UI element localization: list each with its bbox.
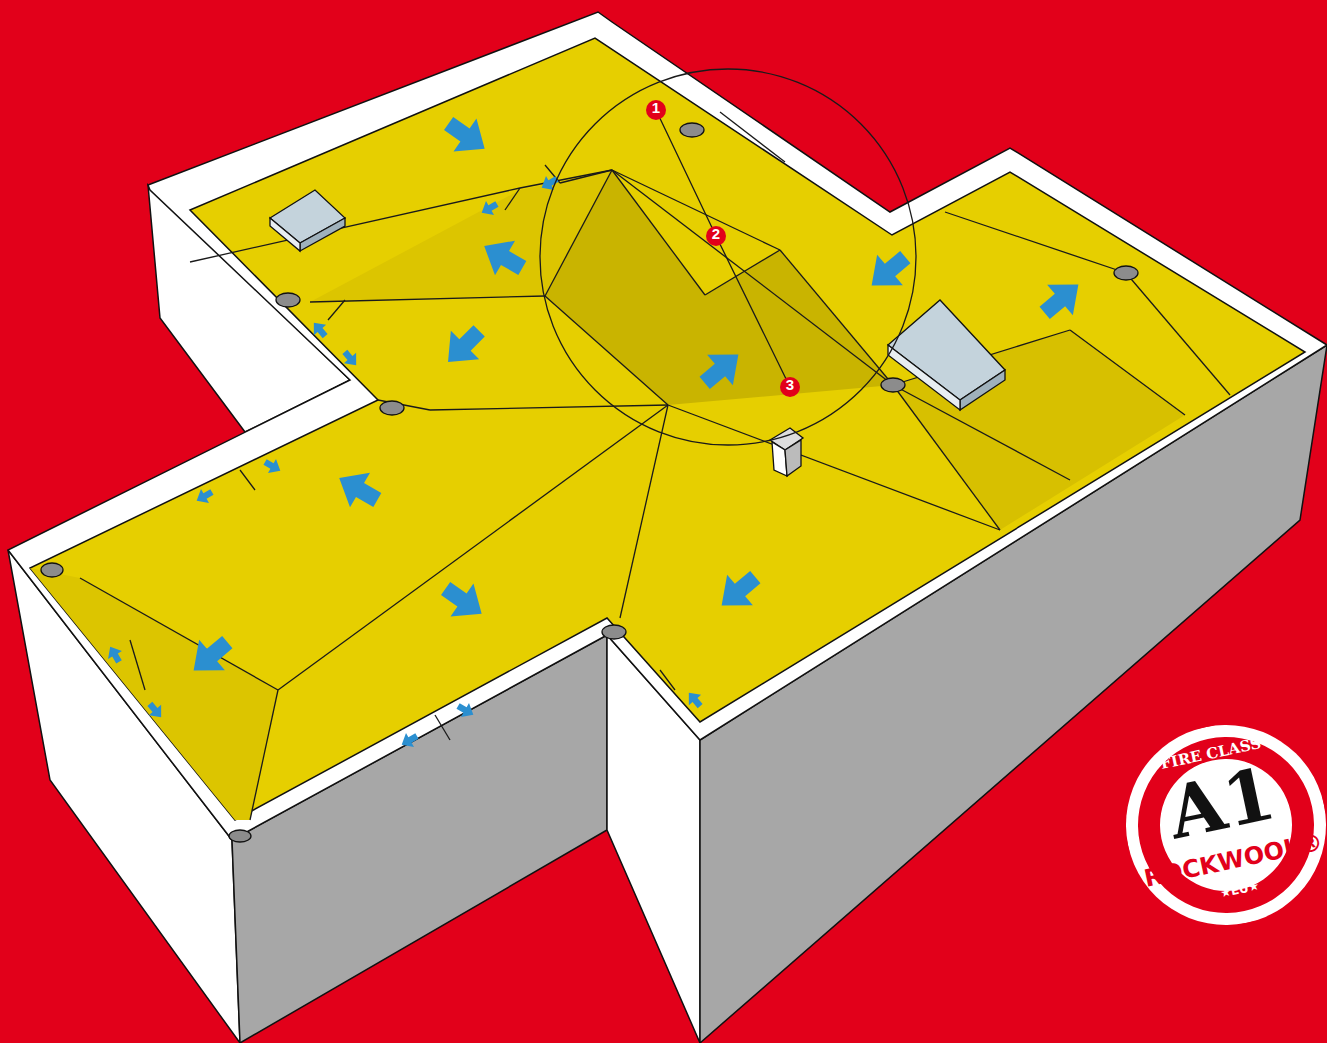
flow-arrows (103, 107, 1091, 752)
ridge-line-part (660, 670, 675, 690)
ridge-line-part (612, 170, 705, 295)
magnifier-circle-part (656, 110, 790, 387)
badge-ring (1107, 706, 1327, 943)
callout-number: 1 (645, 99, 667, 121)
magnifier-circle-part (780, 377, 800, 397)
ridge-line-part (520, 170, 612, 188)
ridge-line-part (612, 170, 780, 250)
flow-arrow (859, 242, 918, 301)
flow-arrow (538, 172, 561, 195)
ridge-line-part (545, 296, 668, 405)
ridge-line-part (1126, 273, 1230, 395)
flow-arrow (329, 461, 387, 518)
drain-outlet-part (380, 401, 404, 415)
flow-arrow (193, 485, 216, 508)
drain-outlet-part (41, 563, 63, 577)
drain-outlet-part (229, 830, 251, 842)
fire-class-badge: FIRE CLASSA1ROCKWOOL®★EU★ (1107, 706, 1327, 943)
ridge-line-part (945, 212, 1126, 273)
callout-number: 3 (779, 376, 801, 398)
ridge-line-part (250, 690, 278, 820)
ridge-line-part (720, 112, 785, 162)
drain-outlet-part (1114, 266, 1138, 280)
ridge-line-part (328, 300, 345, 320)
parapet-top (8, 12, 1327, 840)
ridge-line-part (705, 250, 780, 295)
magnifier-circle-part (540, 69, 916, 445)
building-wall-part (700, 345, 1327, 1043)
ridge-line-part (130, 640, 145, 690)
flow-arrow (103, 643, 126, 666)
magnifier-circle-part (706, 226, 726, 246)
chimney-vent-part (772, 442, 787, 476)
ridge-line-part (620, 405, 668, 618)
ridge-line-part (430, 405, 668, 410)
flow-arrow (692, 339, 751, 398)
flow-arrow (434, 317, 493, 376)
rooflight-part (960, 370, 1005, 410)
flow-arrow (478, 197, 501, 220)
rooflight-part (888, 345, 960, 410)
rooflight-part (270, 218, 300, 251)
flow-arrow (437, 107, 496, 165)
magnifier-circle-part (646, 100, 666, 120)
flow-arrow (261, 455, 284, 478)
ridge-line-part (278, 405, 668, 690)
ridge-line-part (893, 385, 1070, 480)
ridge-line-part (545, 170, 612, 296)
roof-surface-part (310, 170, 612, 302)
flow-arrow (434, 572, 493, 630)
flow-arrow (181, 627, 240, 686)
ridge-line-part (505, 188, 520, 210)
ridge-line-part (668, 405, 1000, 530)
flow-arrow (398, 729, 421, 752)
flow-arrow (308, 318, 332, 342)
drain-outlet-part (602, 625, 626, 639)
drain-outlet-part (680, 123, 704, 137)
ridge-line-part (240, 470, 255, 490)
flow-arrow (454, 699, 477, 722)
roof-surface-part (30, 568, 278, 820)
roof-surface (30, 38, 1305, 820)
flow-arrow (144, 699, 168, 723)
ridge-lines (80, 112, 1230, 820)
ridge-line-part (310, 296, 545, 302)
rooflight-part (300, 218, 345, 251)
ridge-line-part (612, 170, 893, 385)
drain-outlet-part (881, 378, 905, 392)
magnifier-circle (540, 69, 916, 445)
flow-arrow (339, 347, 363, 371)
flow-arrow (1032, 269, 1091, 328)
ridge-line-part (435, 715, 450, 740)
ridge-line-part (560, 170, 612, 183)
ridge-line-part (190, 188, 520, 262)
flow-arrow (709, 562, 768, 621)
parapet-top-part (8, 12, 1327, 840)
drain-outlets (41, 123, 1138, 842)
drain-outlet-part (276, 293, 300, 307)
ridge-line-part (80, 578, 278, 690)
callout-number: 2 (705, 225, 727, 247)
rooflights (270, 190, 1005, 410)
ridge-line-part (1070, 330, 1185, 415)
roof-surface-part (30, 38, 1305, 820)
flow-arrow (683, 688, 707, 712)
flow-arrow (474, 229, 532, 286)
roof-surface-part (545, 170, 893, 405)
chimney-vent-part (785, 440, 801, 476)
ridge-line-part (893, 385, 1000, 530)
